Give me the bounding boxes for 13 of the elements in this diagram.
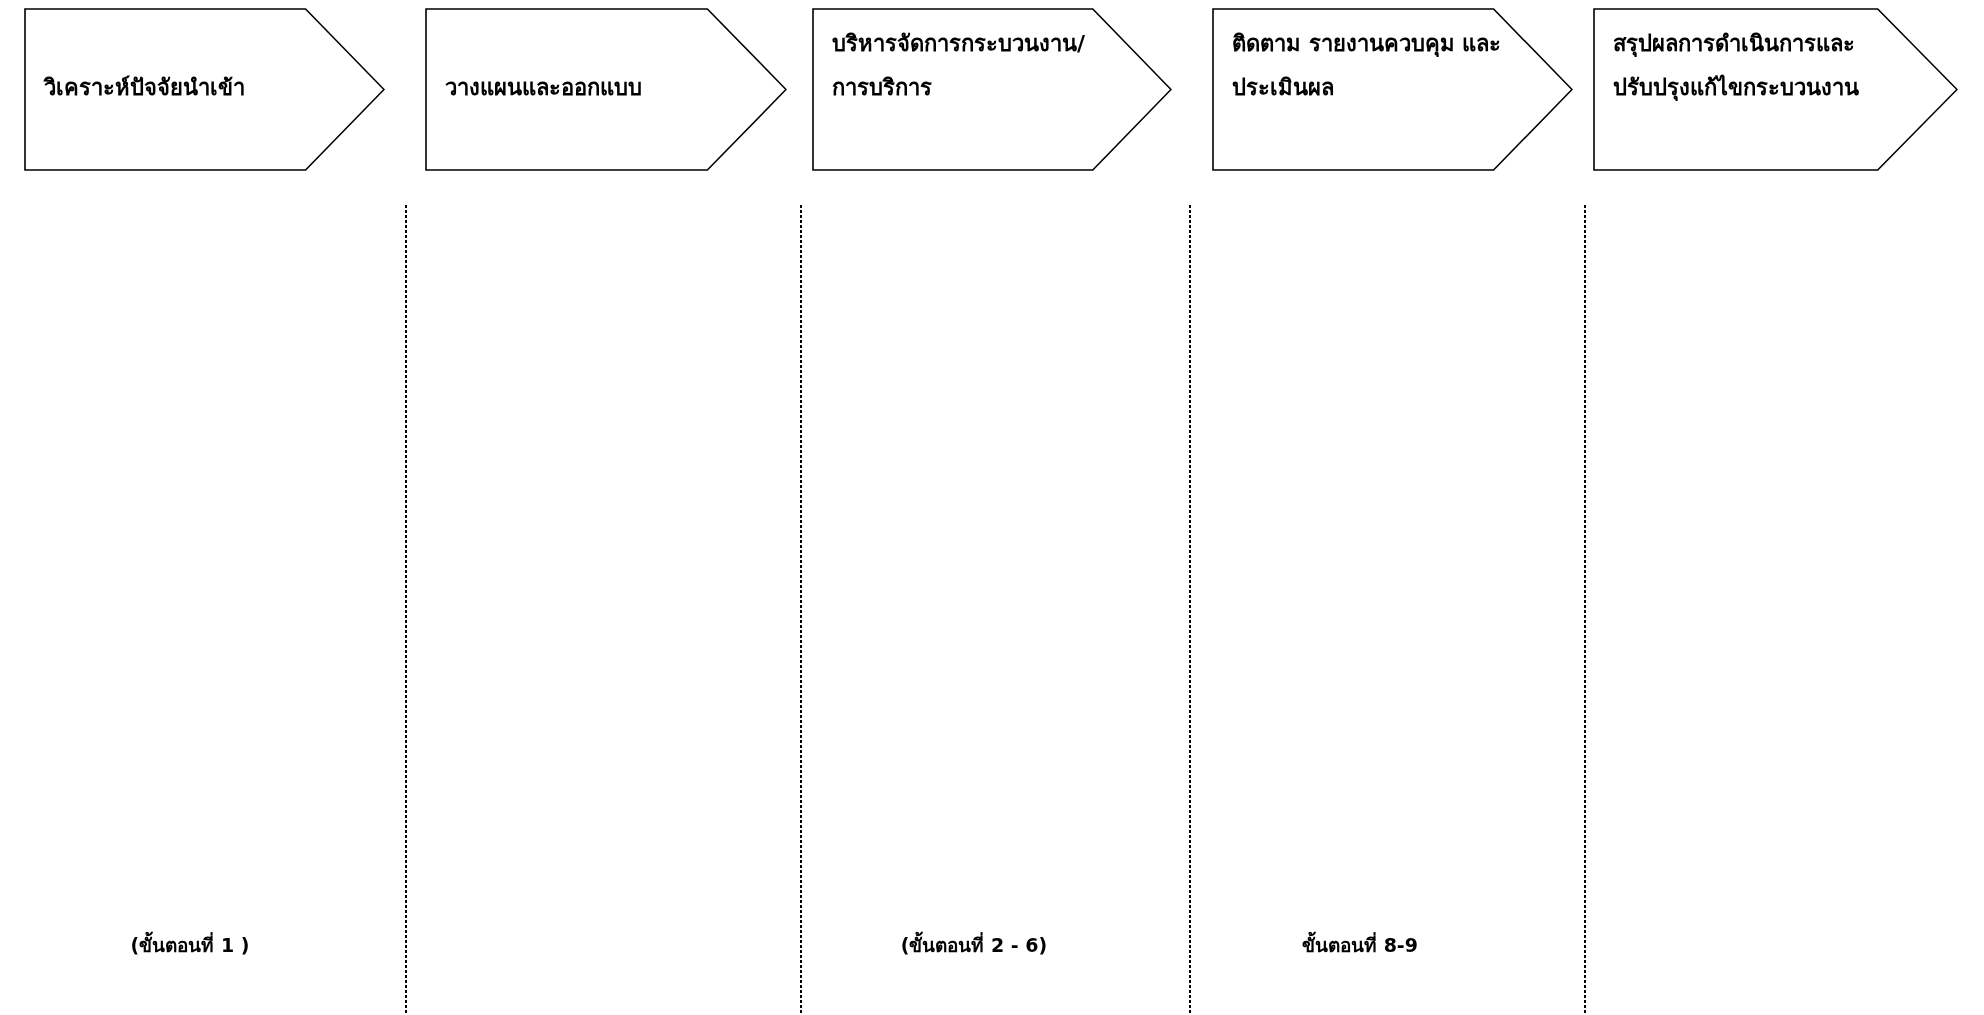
process-step-box xyxy=(425,8,787,171)
process-step-box xyxy=(1593,8,1958,171)
step-title: บริหารจัดการกระบวนงาน/ การบริการ xyxy=(832,30,1087,102)
process-step-box xyxy=(812,8,1172,171)
step-title: วางแผนและออกแบบ xyxy=(445,74,643,102)
process-step-box xyxy=(24,8,385,171)
process-step-box xyxy=(1212,8,1573,171)
step-title: วิเคราะห์ปัจจัยนำเข้า xyxy=(44,74,246,102)
step-range-label: ขั้นตอนที่ 8-9 xyxy=(1302,930,1418,960)
step-title: ติดตาม รายงานควบคุม และประเมินผล xyxy=(1232,30,1503,102)
step-title: สรุปผลการดำเนินการและปรับปรุงแก้ไขกระบวนงาน xyxy=(1613,30,1860,103)
step-range-label: (ขั้นตอนที่ 2 - 6) xyxy=(900,930,1048,960)
step-range-label: (ขั้นตอนที่ 1 ) xyxy=(130,930,250,960)
